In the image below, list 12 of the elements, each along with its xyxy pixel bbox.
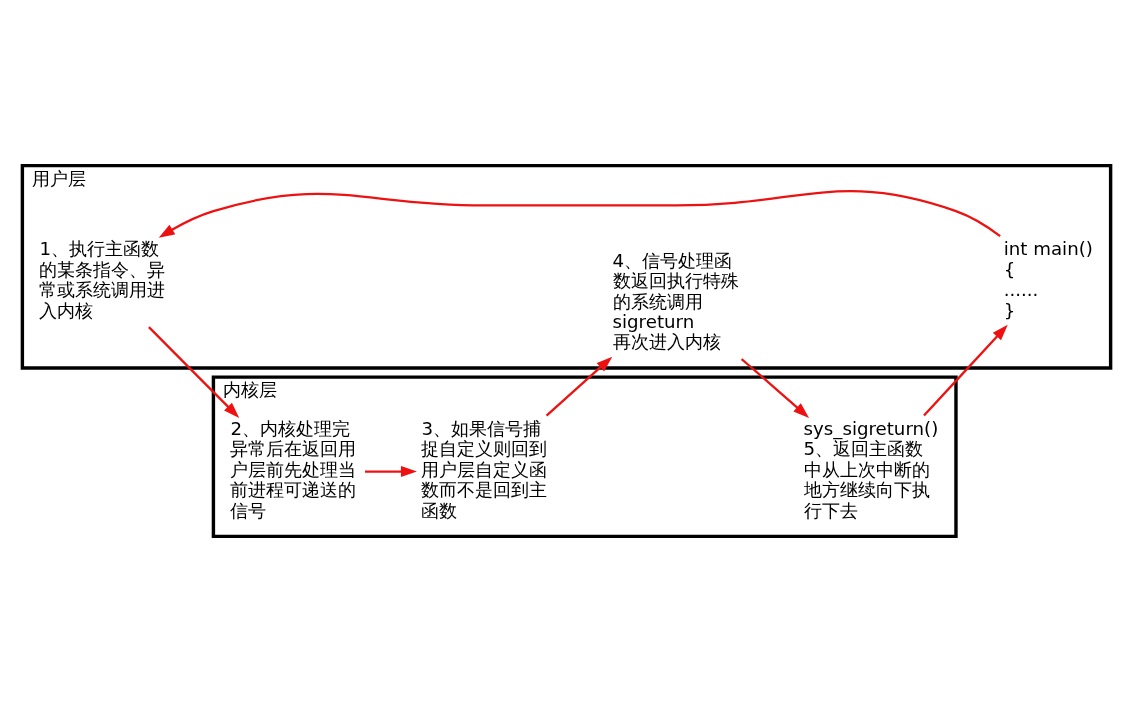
node-text: 4、信号处理函数返回执行特殊的系统调用sigreturn再次进入内核 [612, 249, 739, 352]
arrow [740, 357, 810, 418]
arrow [545, 356, 613, 417]
arrow [148, 325, 240, 418]
arrow [365, 465, 417, 477]
arrow [158, 189, 1001, 238]
node-text: 2、内核处理完异常后在返回用户层前先处理当前进程可递送的信号 [230, 417, 357, 521]
node-text: int main() { ...... } [1003, 237, 1093, 321]
node-text: sys_sigreturn() 5、返回主函数中从上次中断的地方继续向下执行下去 [803, 417, 939, 521]
node-text: 3、如果信号捕捉自定义则回到用户层自定义函数而不是回到主函数 [421, 417, 548, 521]
arrow [923, 324, 1008, 416]
node-text: 1、执行主函数的某条指令、异常或系统调用进入内核 [39, 237, 166, 321]
